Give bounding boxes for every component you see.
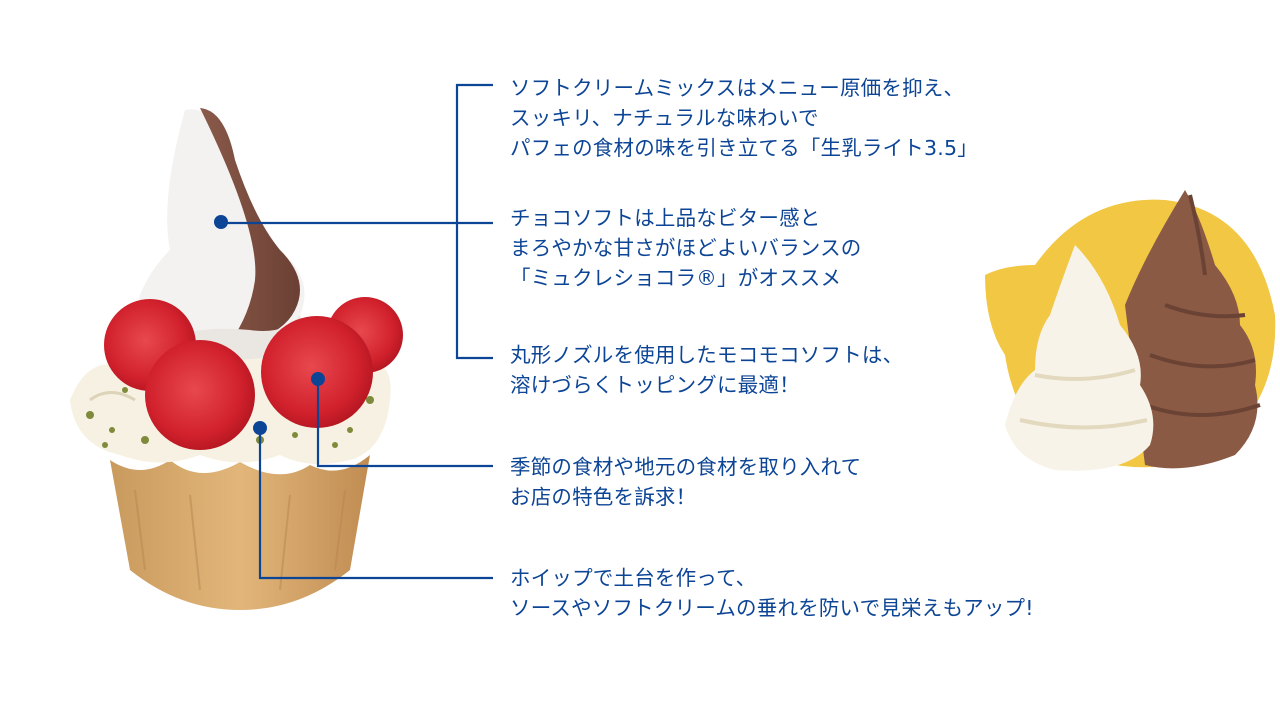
callout-text: 「ミュクレショコラ®」がオススメ [510, 266, 842, 290]
callout-soft-cream-mix: ソフトクリームミックスはメニュー原価を抑え、 スッキリ、ナチュラルな味わいで パ… [510, 73, 978, 163]
parfait-image [50, 100, 430, 610]
soft-cream-circle-image [975, 185, 1280, 475]
callout-text: ソースやソフトクリームの垂れを防いで見栄えもアップ! [510, 596, 1034, 620]
callout-whip-base: ホイップで土台を作って、 ソースやソフトクリームの垂れを防いで見栄えもアップ! [510, 563, 1034, 623]
callout-text: ホイップで土台を作って、 [510, 566, 757, 590]
callout-text: スッキリ、ナチュラルな味わいで [510, 106, 819, 130]
callout-text: お店の特色を訴求！ [510, 485, 697, 509]
callout-round-nozzle: 丸形ノズルを使用したモコモコソフトは、 溶けづらくトッピングに最適！ [510, 340, 903, 400]
callout-choco-soft: チョコソフトは上品なビター感と まろやかな甘さがほどよいバランスの 「ミュクレシ… [510, 203, 862, 293]
callout-text: 季節の食材や地元の食材を取り入れて [510, 455, 862, 479]
callout-text: 溶けづらくトッピングに最適！ [510, 373, 800, 397]
callout-text: パフェの食材の味を引き立てる「生乳ライト3.5」 [510, 136, 978, 160]
callout-text: 丸形ノズルを使用したモコモコソフトは、 [510, 343, 904, 367]
callout-text: チョコソフトは上品なビター感と [510, 206, 821, 230]
callout-text: まろやかな甘さがほどよいバランスの [510, 236, 862, 260]
callout-seasonal-ingredients: 季節の食材や地元の食材を取り入れて お店の特色を訴求！ [510, 452, 861, 512]
callout-text: ソフトクリームミックスはメニュー原価を抑え、 [510, 76, 965, 100]
